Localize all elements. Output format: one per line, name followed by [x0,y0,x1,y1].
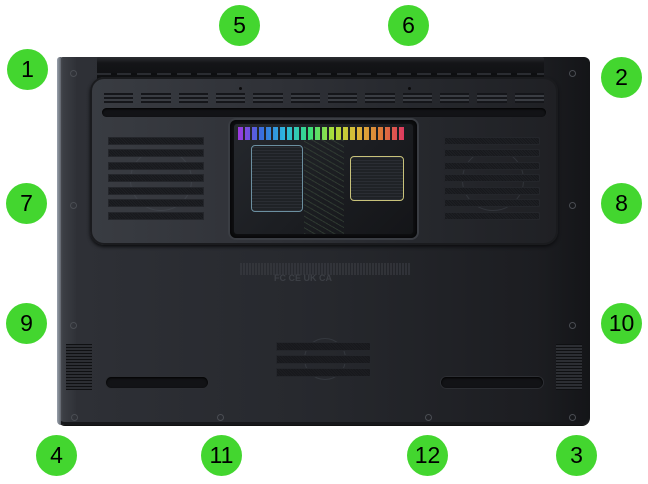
screw [425,414,432,421]
vent-marker-dot [239,87,242,90]
gpu-chip [350,156,404,201]
front-fan-vent [276,338,371,380]
screw [569,202,576,209]
top-intake-vents [104,93,544,103]
screw [569,414,576,421]
callout-7: 7 [6,183,47,224]
callout-6: 6 [388,5,429,46]
left-rubber-foot [106,377,208,388]
right-rubber-foot [441,377,543,388]
callout-12: 12 [407,435,448,476]
screw [71,414,78,421]
rgb-strip [238,127,405,140]
regulatory-text [240,269,410,275]
cpu-chip [251,145,303,212]
callout-9: 9 [6,303,47,344]
exhaust-slot [102,108,546,117]
motherboard-graphic [234,124,413,234]
screw [70,202,77,209]
callout-1: 1 [7,49,48,90]
screw [217,414,224,421]
circuit-traces [304,139,344,234]
laptop-bottom-panel: FC CE UK CA [57,57,590,425]
screw [70,70,77,77]
exhaust-grille [97,73,544,75]
right-speaker-grille [556,344,582,390]
left-speaker-grille [66,344,92,390]
screw [569,322,576,329]
left-fan-vent [108,137,204,221]
right-fan-vent [444,137,540,221]
callout-5: 5 [219,5,260,46]
screw [569,70,576,77]
callout-3: 3 [556,435,597,476]
internal-view-window [230,120,417,238]
screw [70,322,77,329]
regulatory-text [240,263,410,269]
callout-8: 8 [601,183,642,224]
callout-10: 10 [601,303,642,344]
callout-4: 4 [36,435,77,476]
callout-2: 2 [601,57,642,98]
vent-marker-dot [408,87,411,90]
callout-11: 11 [201,435,242,476]
certification-marks: FC CE UK CA [274,273,332,283]
